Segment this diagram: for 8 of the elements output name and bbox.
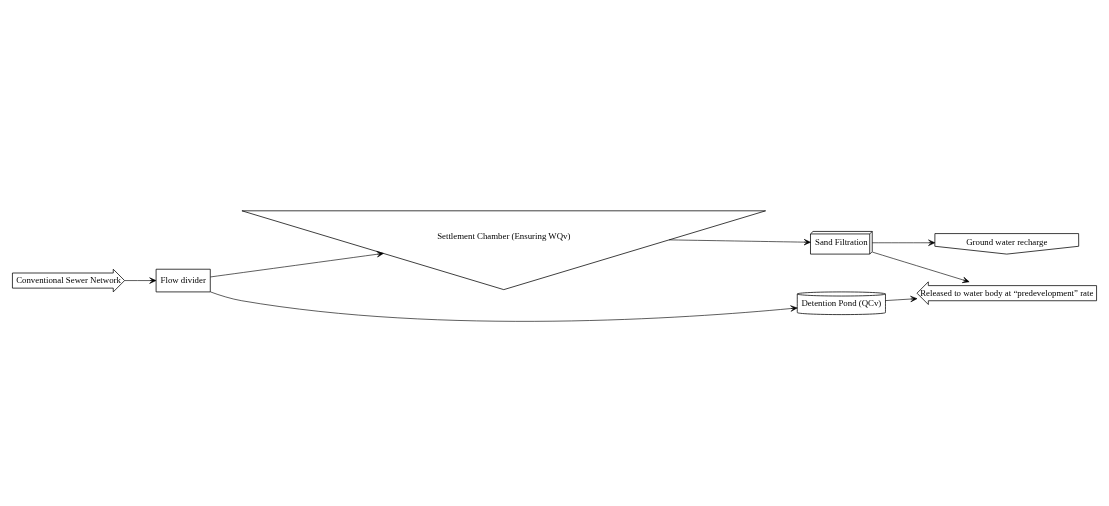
arrow xyxy=(872,239,936,246)
arrow xyxy=(668,239,811,246)
arrow xyxy=(210,251,384,278)
arrow xyxy=(872,251,970,283)
arrow xyxy=(210,291,798,322)
node-box: Flow divider xyxy=(155,268,211,293)
arrow xyxy=(124,277,157,284)
arrow xyxy=(885,295,918,303)
